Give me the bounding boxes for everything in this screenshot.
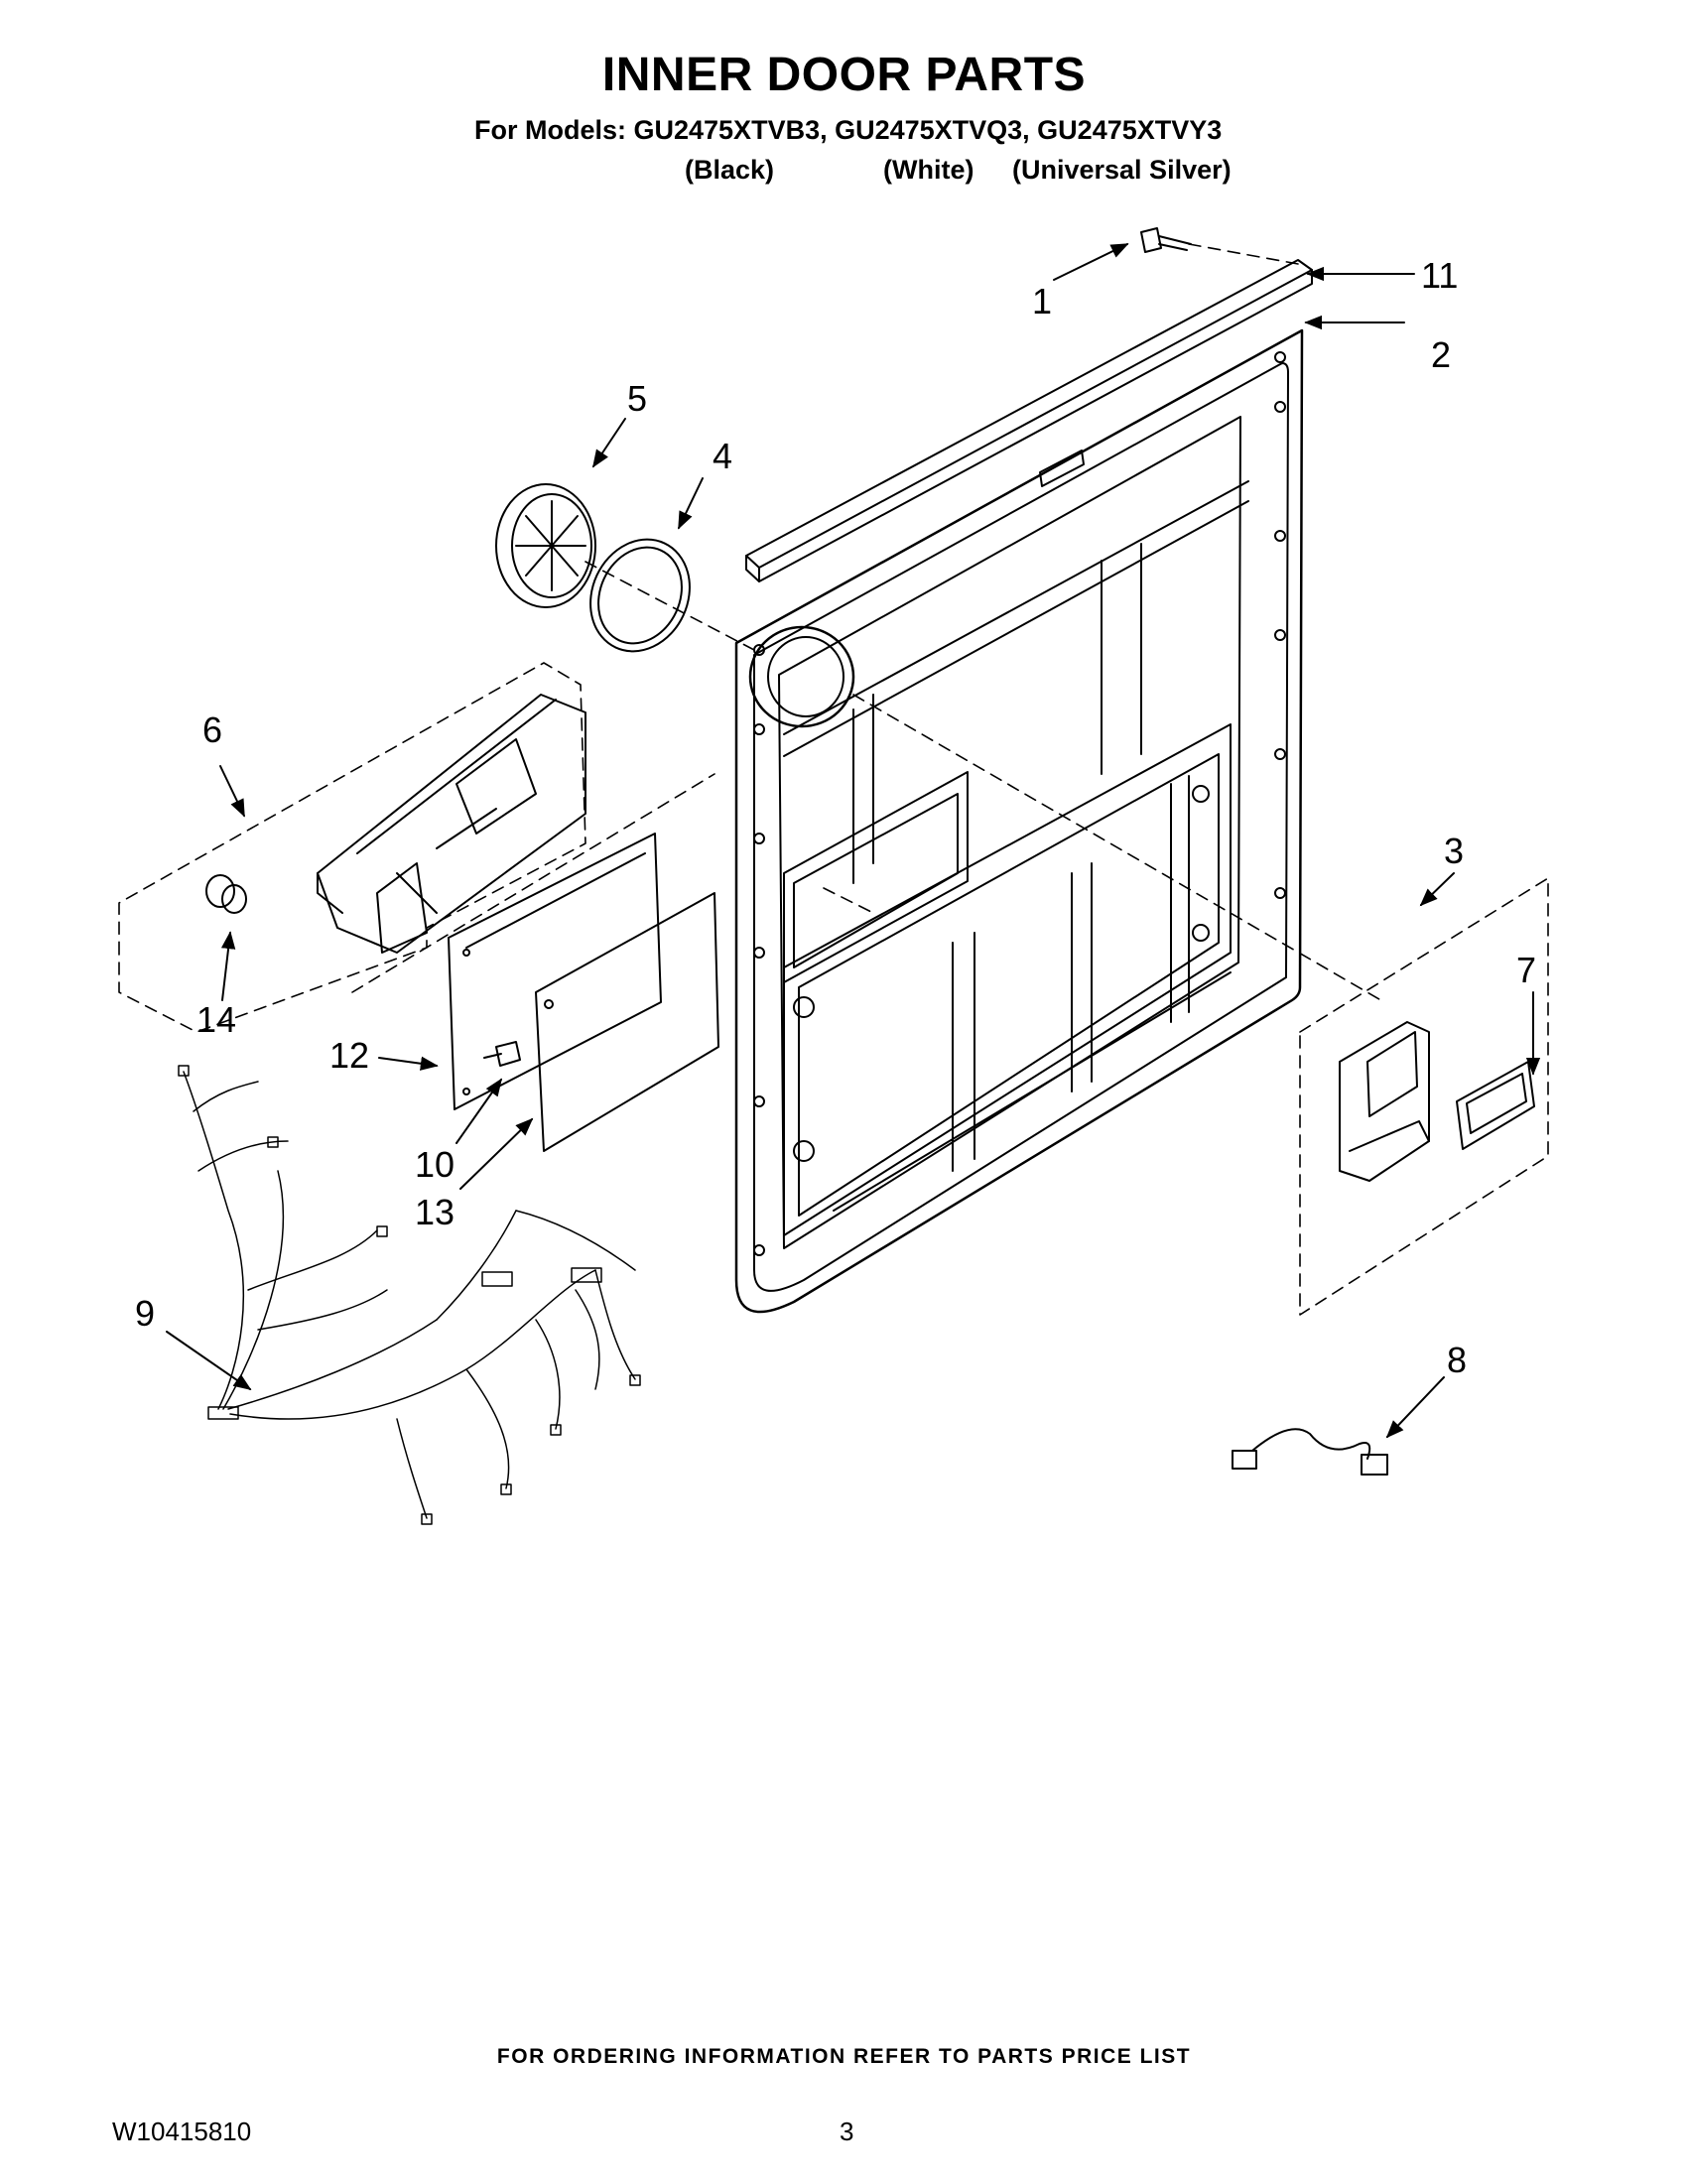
sensor-cable [1232,1428,1388,1476]
callout-6: 6 [202,709,222,750]
screw [1140,227,1192,253]
document-number: W10415810 [112,2117,252,2146]
callout-7: 7 [1516,950,1536,990]
callout-8: 8 [1447,1340,1467,1380]
callout-13: 13 [415,1192,454,1232]
callout-labels: 1 2 3 4 5 6 7 8 9 10 11 12 13 14 [135,255,1536,1380]
top-trim-strip [745,259,1313,582]
dashed-assembly-lines [118,243,1549,1316]
board-screw [483,1041,521,1067]
color-black: (Black) [685,155,775,185]
door-latch [1339,1021,1430,1182]
callout-9: 9 [135,1293,155,1334]
vent [495,483,596,608]
callout-1: 1 [1032,281,1052,321]
dispenser-assembly [317,694,586,954]
callout-2: 2 [1431,334,1451,375]
callout-5: 5 [627,378,647,419]
page-title: INNER DOOR PARTS [601,49,1087,101]
ordering-note: FOR ORDERING INFORMATION REFER TO PARTS … [496,2045,1192,2068]
leader-arrows [166,243,1541,1439]
inner-door-panel [734,328,1304,1314]
color-universal-silver: (Universal Silver) [1012,155,1232,185]
page-number: 3 [840,2117,854,2146]
latch-gasket [1456,1061,1535,1150]
control-board [448,833,662,1110]
callout-3: 3 [1444,831,1464,871]
models-line: For Models: GU2475XTVB3, GU2475XTVQ3, GU… [474,115,1223,145]
callout-10: 10 [415,1144,454,1185]
callout-4: 4 [713,436,732,476]
vent-gasket [589,538,691,653]
callout-11: 11 [1421,255,1458,296]
callout-12: 12 [329,1035,369,1076]
dispenser-plug [205,874,247,914]
callout-14: 14 [196,999,236,1040]
board-shield [535,892,719,1152]
color-white: (White) [883,155,974,185]
